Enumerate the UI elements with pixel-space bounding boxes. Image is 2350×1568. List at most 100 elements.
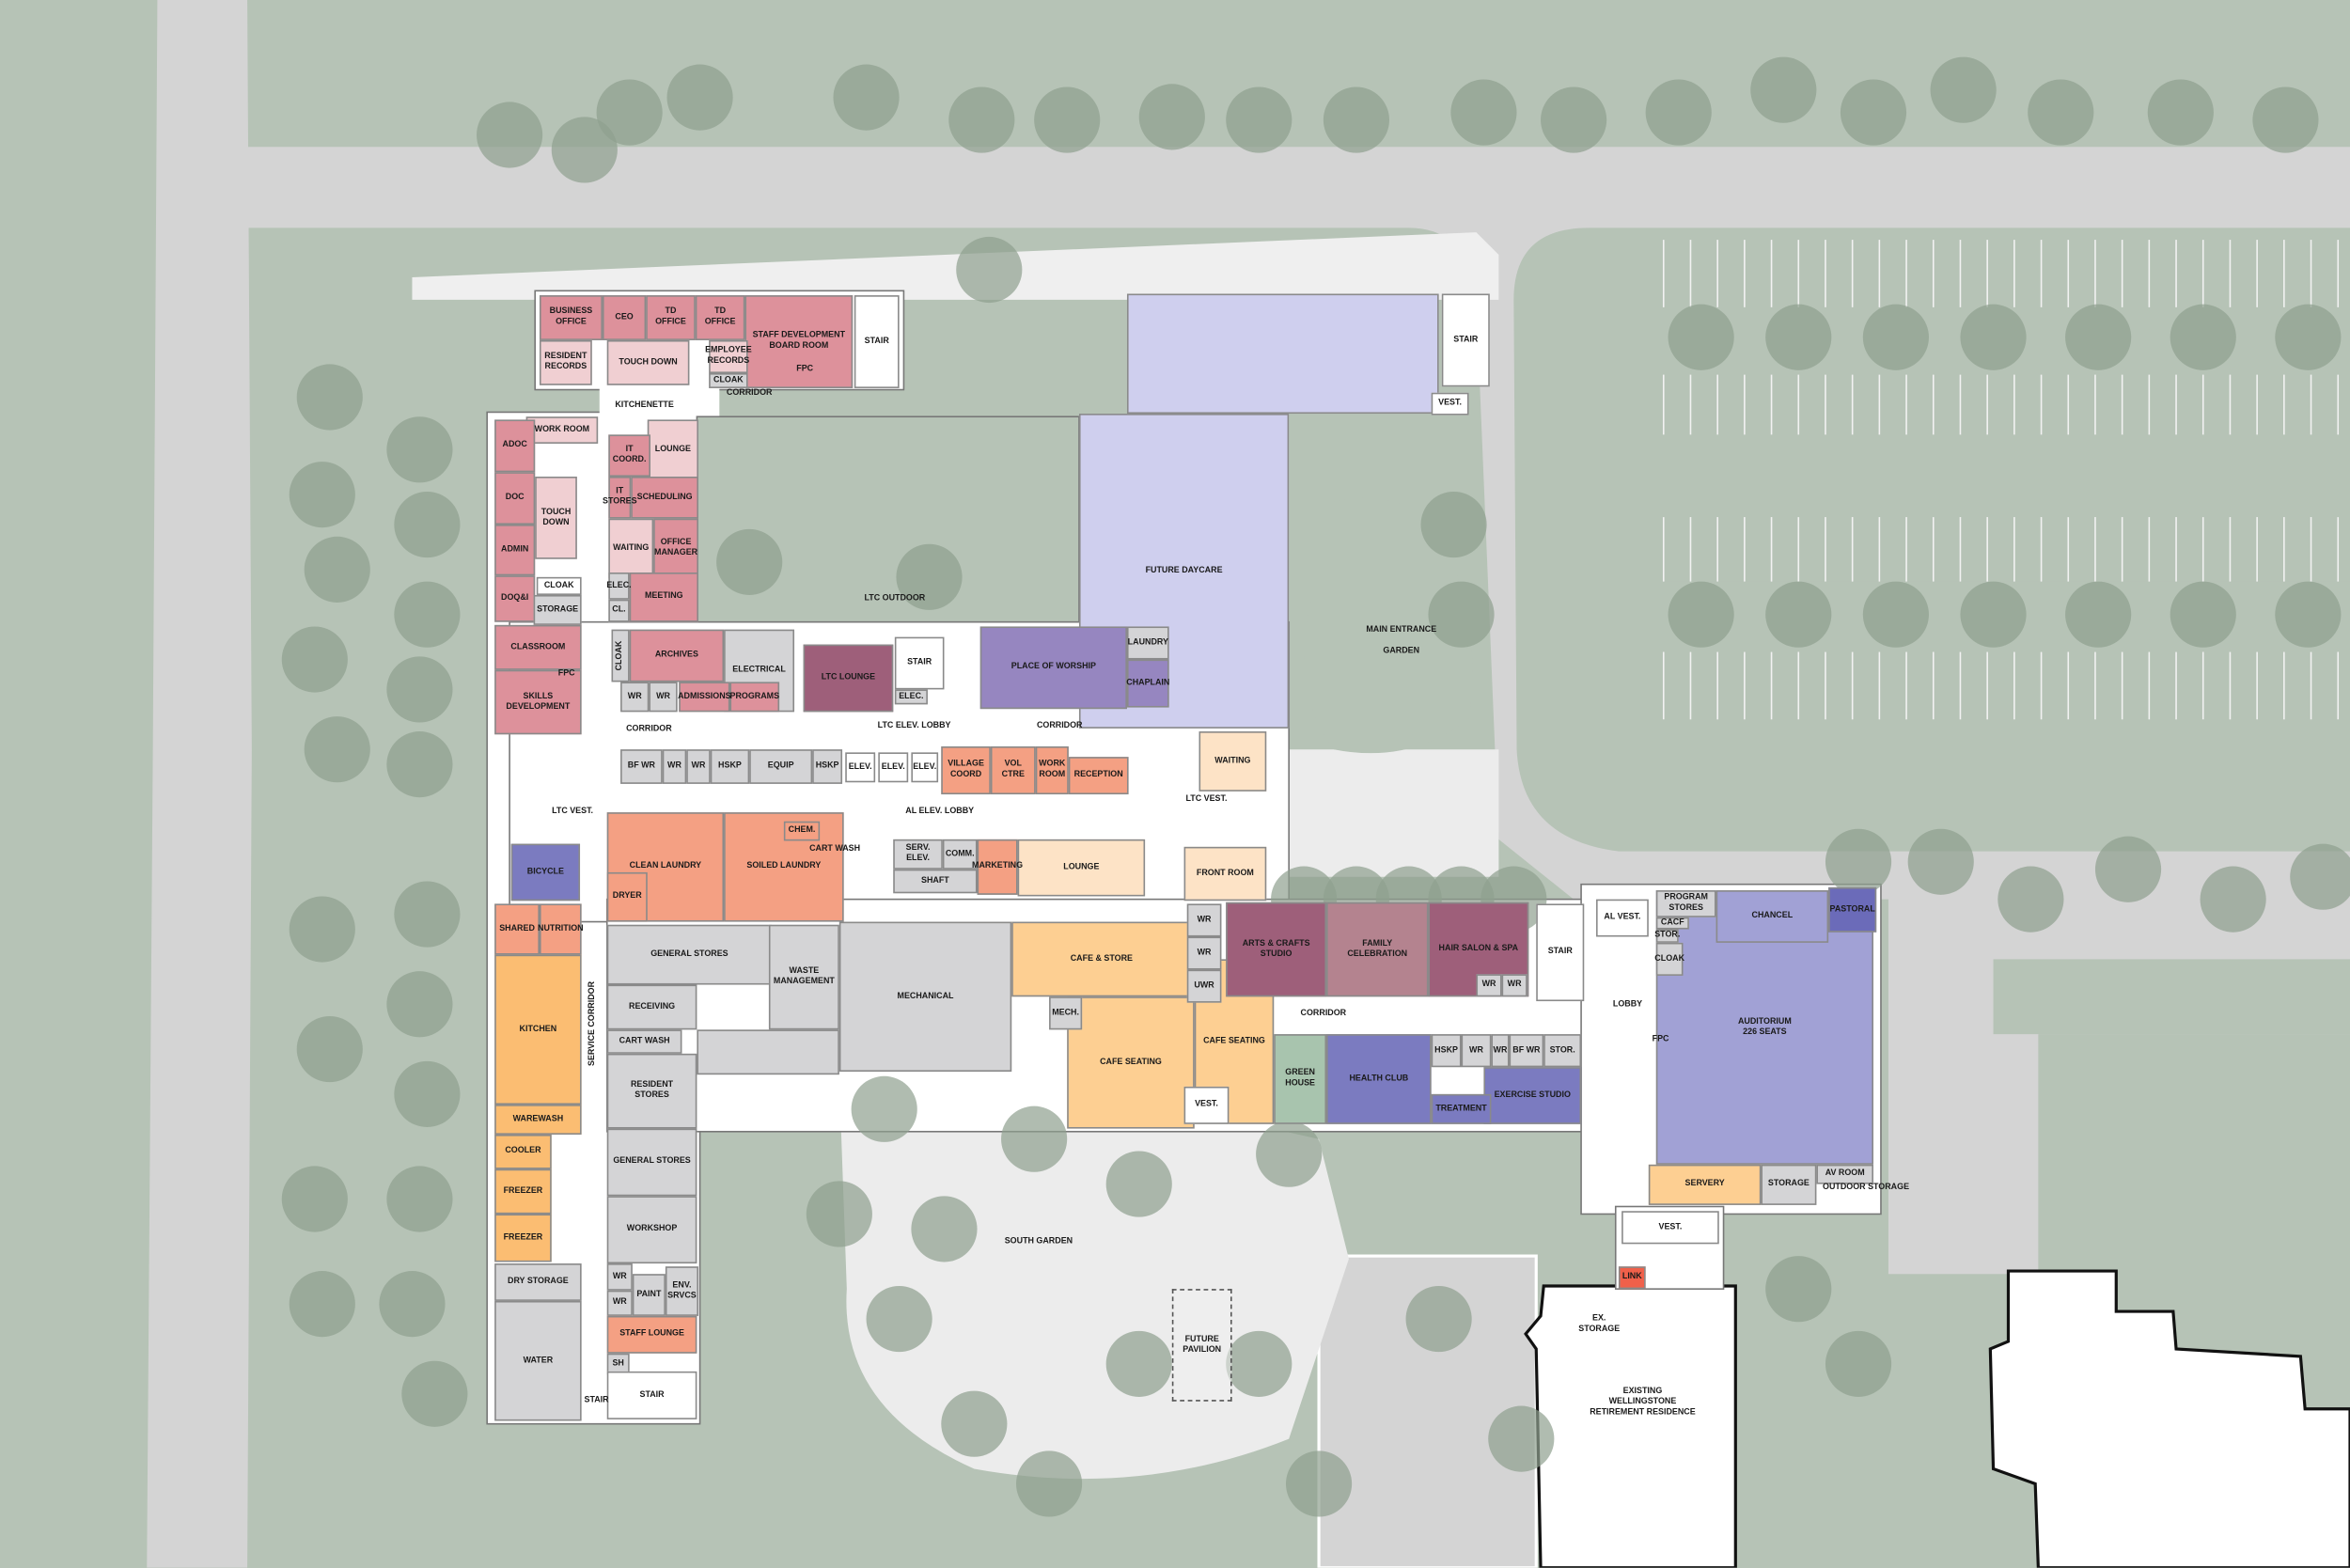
room-elec: ELEC. — [894, 689, 928, 705]
room-label: CAFE SEATING — [1100, 1057, 1162, 1067]
room-label: STAIR — [1547, 947, 1573, 957]
room-label: FUTURE DAYCARE — [1145, 565, 1223, 575]
tree-icon — [1765, 1256, 1832, 1323]
room-skills-development: SKILLS DEVELOPMENT — [494, 669, 582, 735]
tree-icon — [1668, 581, 1734, 648]
room-label: CHEM. — [788, 825, 816, 836]
area-label: KITCHENETTE — [615, 400, 674, 411]
area-label: FPC — [796, 365, 814, 374]
room-cart-wash: CART WASH — [606, 1029, 682, 1054]
room-stair: STAIR — [854, 295, 900, 388]
tree-icon — [289, 462, 355, 528]
room-staff-lounge: STAFF LOUNGE — [606, 1315, 697, 1354]
room-label: CLOAK — [615, 640, 625, 671]
room-label: AV ROOM — [1825, 1168, 1865, 1179]
room-wr: WR — [606, 1263, 633, 1291]
room-label: VEST. — [1195, 1100, 1218, 1109]
room-env-srvcs: ENV. SRVCS — [665, 1266, 698, 1316]
room-label: ARTS & CRAFTS STUDIO — [1242, 938, 1310, 959]
room-general-stores: GENERAL STORES — [606, 924, 773, 985]
tree-icon — [2275, 304, 2342, 370]
room-label: CL. — [612, 605, 626, 615]
tree-icon — [386, 1166, 453, 1232]
existing-building-east — [1988, 1269, 2350, 1568]
room-shared: SHARED — [494, 903, 540, 955]
room-label: MECH. — [1052, 1008, 1079, 1017]
tree-icon — [1450, 79, 1517, 146]
room-admissions: ADMISSIONS — [678, 682, 731, 713]
room-label: CEO — [615, 312, 634, 321]
tree-icon — [1428, 581, 1495, 648]
tree-icon — [289, 896, 355, 963]
room-label: GENERAL STORES — [613, 1156, 691, 1167]
tree-icon — [386, 656, 453, 723]
tree-icon — [1256, 1121, 1323, 1187]
area-label: STAIR — [584, 1396, 609, 1405]
tree-icon — [1001, 1105, 1068, 1172]
room-wr: WR — [1501, 974, 1528, 997]
room-label: ELEV. — [913, 761, 937, 772]
room-al-vest: AL VEST. — [1596, 899, 1649, 937]
room-business-office: BUSINESS OFFICE — [539, 295, 603, 340]
room-label: RECEPTION — [1073, 770, 1123, 780]
room-label: IT COORD. — [612, 445, 647, 465]
room-label: WR — [1197, 915, 1212, 924]
area-label: SOUTH GARDEN — [1004, 1237, 1073, 1247]
room-cloak: CLOAK — [611, 629, 630, 682]
room-label: COOLER — [505, 1146, 541, 1156]
tree-icon — [2065, 581, 2132, 648]
north-path — [412, 232, 1499, 300]
room-label: ADMIN — [501, 544, 529, 555]
room-wr: WR — [1186, 903, 1222, 937]
room-label: TOUCH DOWN — [540, 507, 572, 527]
room-label: CACF — [1660, 917, 1684, 928]
room-resident-stores: RESIDENT STORES — [606, 1053, 697, 1129]
room-stor: STOR. — [1654, 929, 1680, 943]
room-label: ELECTRICAL — [732, 665, 786, 675]
room-label: NUTRITION — [538, 923, 584, 933]
tree-icon — [1960, 304, 2027, 370]
room-staff-development-board-room: STAFF DEVELOPMENT BOARD ROOM — [744, 295, 854, 388]
room-kitchen: KITCHEN — [494, 954, 582, 1105]
room-label: FRONT ROOM — [1196, 868, 1254, 878]
room-marketing: MARKETING — [972, 839, 1023, 895]
room-elev: ELEV. — [845, 752, 876, 783]
parking-island — [1993, 959, 2350, 1035]
room-label: PROGRAMS — [729, 691, 780, 701]
room-cafe-seating: CAFE SEATING — [1067, 996, 1195, 1129]
room-scheduling: SCHEDULING — [631, 477, 698, 519]
tree-icon — [1668, 304, 1734, 370]
room-wr: WR — [620, 682, 650, 713]
west-road — [147, 0, 252, 1568]
room-lounge: LOUNGE — [647, 419, 698, 480]
room-label: MECHANICAL — [897, 991, 954, 1001]
tree-icon — [2290, 843, 2350, 910]
room-paint: PAINT — [632, 1274, 666, 1316]
room-label: MEETING — [644, 591, 683, 602]
room-label: RECEIVING — [629, 1001, 676, 1011]
room-label: HSKP — [718, 760, 742, 771]
room-label: OFFICE MANAGER — [654, 538, 698, 558]
area-label: FPC — [557, 668, 575, 679]
area-label: MAIN ENTRANCE GARDEN — [1366, 625, 1437, 656]
room-label: STAFF DEVELOPMENT BOARD ROOM — [752, 331, 846, 352]
room-label: SHAFT — [921, 875, 949, 886]
tree-icon — [386, 971, 453, 1038]
room-label: HAIR SALON & SPA — [1438, 944, 1519, 954]
room-label: BF WR — [627, 760, 656, 771]
tree-icon — [304, 536, 370, 603]
room-label: SH — [612, 1358, 624, 1368]
entrance-plaza — [1251, 749, 1499, 877]
room-chem: CHEM. — [783, 821, 821, 841]
tree-icon — [2170, 304, 2236, 370]
tree-icon — [956, 236, 1023, 304]
room-label: GENERAL STORES — [650, 949, 728, 959]
room-ltc-lounge: LTC LOUNGE — [803, 644, 894, 713]
room-label: DRY STORAGE — [507, 1277, 569, 1286]
room-pastoral: PASTORAL — [1828, 886, 1877, 933]
tree-icon — [1138, 84, 1205, 150]
room-label: ELEC. — [606, 580, 632, 590]
room-unlabeled — [1126, 293, 1439, 415]
room-label: AL VEST. — [1604, 912, 1641, 922]
tree-icon — [1285, 1450, 1353, 1517]
